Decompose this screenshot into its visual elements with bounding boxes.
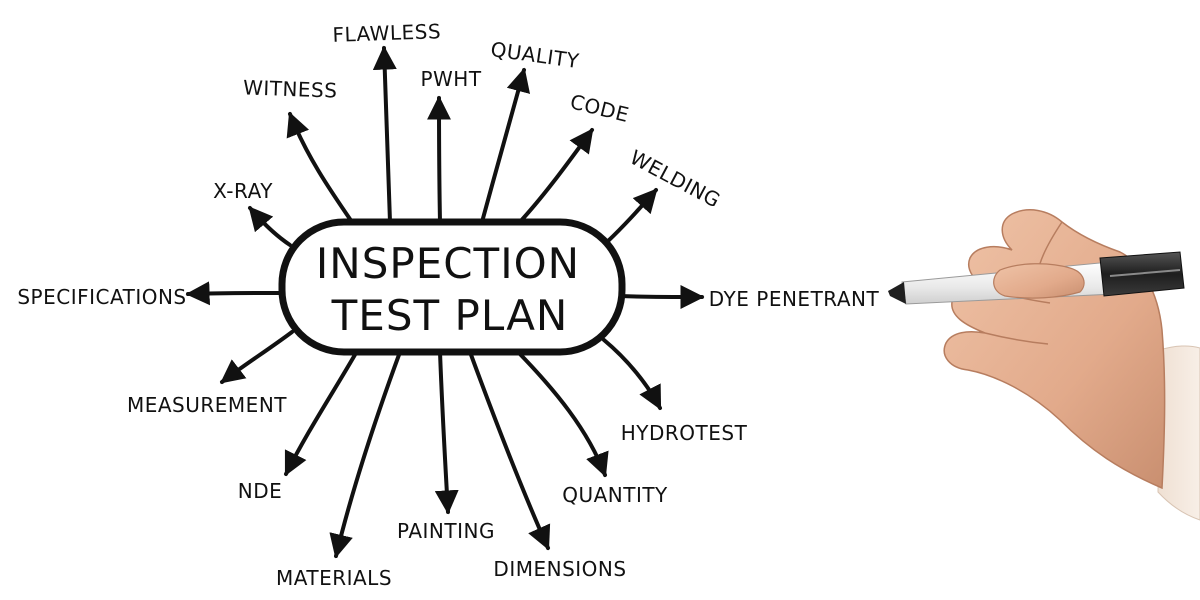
arrow-to-painting: [434, 350, 459, 515]
hand-holding-marker-illustration: [888, 209, 1200, 521]
node-code: CODE: [568, 89, 632, 127]
arrow-to-nde: [284, 344, 362, 477]
marker-clip: [1109, 269, 1181, 277]
center-title-line-2: TEST PLAN: [331, 291, 569, 340]
central-capsule: [278, 218, 626, 356]
node-x-ray: X-RAY: [213, 179, 273, 203]
node-pwht: PWHT: [420, 67, 481, 91]
node-nde: NDE: [238, 479, 283, 503]
branch-arrows: [185, 45, 705, 559]
node-painting: PAINTING: [397, 519, 495, 543]
arrow-to-hydrotest: [602, 338, 662, 411]
node-hydrotest: HYDROTEST: [621, 421, 748, 445]
arrow-to-measurement: [220, 330, 294, 384]
node-specifications: SPECIFICATIONS: [17, 285, 186, 309]
arrow-to-welding: [605, 188, 658, 244]
arrow-to-code: [516, 128, 594, 226]
node-witness: WITNESS: [243, 75, 338, 102]
arrow-to-materials: [329, 350, 402, 559]
central-topic: INSPECTION TEST PLAN: [278, 218, 626, 356]
arrow-to-dye-penetrant: [618, 284, 705, 309]
arrow-to-quantity: [516, 350, 609, 478]
arrow-to-specifications: [185, 281, 284, 306]
arrow-to-x-ray: [248, 206, 292, 247]
hand: [943, 209, 1166, 490]
node-quality: QUALITY: [489, 37, 581, 73]
finger-crease-2: [984, 332, 1049, 345]
arrow-to-witness: [286, 111, 354, 224]
arrow-to-dimensions: [468, 350, 551, 551]
node-flawless: FLAWLESS: [332, 19, 441, 47]
arrow-to-quality: [480, 67, 531, 224]
node-dimensions: DIMENSIONS: [493, 557, 626, 581]
node-materials: MATERIALS: [276, 566, 392, 590]
marker-tip: [888, 282, 906, 304]
index-finger-over-marker: [993, 263, 1085, 299]
node-quantity: QUANTITY: [562, 483, 668, 507]
node-dye-penetrant: DYE PENETRANT: [709, 287, 880, 311]
arrow-to-flawless: [372, 45, 397, 224]
sleeve: [1157, 345, 1200, 521]
node-welding: WELDING: [626, 145, 725, 213]
node-measurement: MEASUREMENT: [127, 393, 287, 417]
arrow-to-pwht: [427, 95, 452, 224]
center-title-line-1: INSPECTION: [316, 239, 580, 288]
